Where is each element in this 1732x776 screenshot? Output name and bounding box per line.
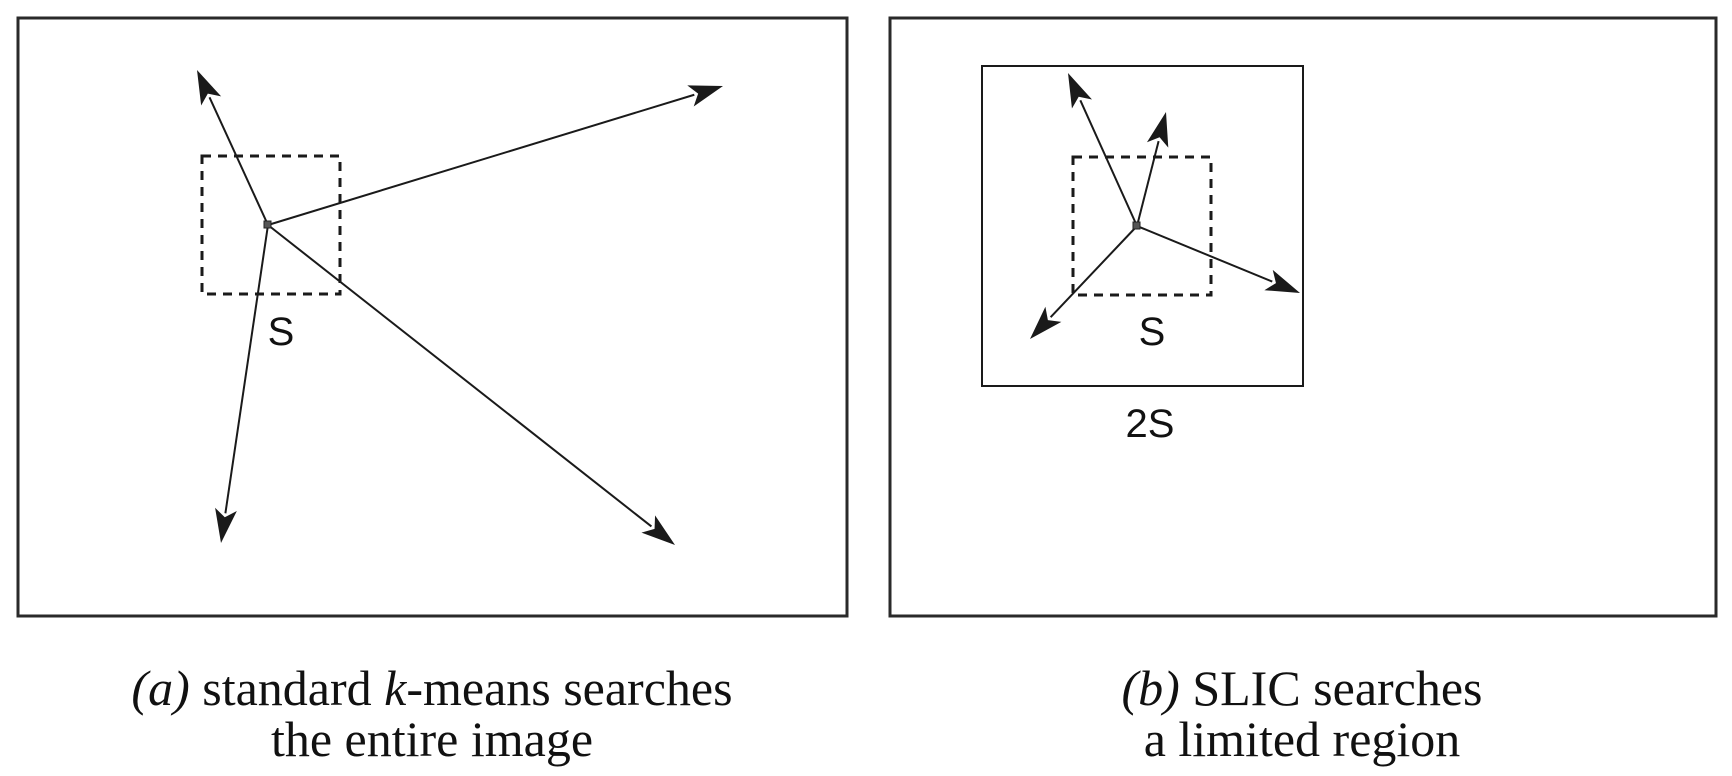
- panel-b-arrow-icon-2: [1146, 112, 1169, 148]
- panel-a-arrow-shaft-3: [224, 224, 269, 514]
- panel-b-caption-line-2: a limited region: [1144, 711, 1461, 767]
- panel-a-caption-variable: k: [384, 660, 407, 716]
- panel-b-cell-label: S: [1139, 310, 1166, 354]
- panel-a-caption-marker: (a): [131, 660, 189, 716]
- panel-b-arrows: [1030, 73, 1300, 339]
- panel-b-arrow-icon-3: [1264, 269, 1300, 293]
- panel-a-caption-pre: standard: [190, 660, 384, 716]
- panel-b-arrow-icon-4: [1030, 306, 1062, 339]
- panel-a-caption-post: -means searches: [406, 660, 732, 716]
- panel-b-arrow-shaft-1: [1079, 99, 1138, 227]
- panel-a-caption-line-1: (a) standard k-means searches: [131, 660, 732, 716]
- panel-a-grid-cell: [200, 154, 342, 296]
- panel-a-cluster-center-icon: [263, 220, 272, 229]
- panel-a-image-frame: [16, 16, 849, 618]
- panel-b-arrow-shaft-4: [1049, 225, 1138, 318]
- panel-b-image-frame: [888, 16, 1718, 618]
- panel-a: S (a) standard k-means searches the enti…: [16, 16, 849, 767]
- panel-a-arrows: [197, 70, 723, 545]
- panel-b-caption-line-1: (b) SLIC searches: [1122, 660, 1483, 716]
- panel-a-arrow-icon-4: [641, 515, 675, 545]
- panel-a-caption-line-2: the entire image: [271, 711, 593, 767]
- panel-a-arrow-shaft-2: [267, 93, 695, 226]
- panel-b-grid-cell: [1071, 155, 1213, 297]
- panel-b-arrow-icon-1: [1068, 73, 1093, 109]
- panel-b-caption-post: SLIC searches: [1180, 660, 1483, 716]
- panel-a-arrow-shaft-1: [208, 96, 269, 226]
- panel-a-arrow-icon-3: [215, 507, 237, 543]
- panel-a-arrow-icon-2: [687, 85, 723, 107]
- panel-a-arrow-shaft-4: [267, 224, 653, 528]
- panel-b-arrow-shaft-2: [1136, 140, 1160, 227]
- panel-b-region-label: 2S: [1126, 402, 1175, 446]
- panel-a-arrow-icon-1: [197, 70, 222, 106]
- panel-b-search-region: [981, 65, 1304, 387]
- panel-b: S 2S (b) SLIC searches a limited region: [888, 16, 1718, 767]
- panel-a-cell-label: S: [268, 310, 295, 354]
- panel-b-caption-marker: (b): [1122, 660, 1180, 716]
- panel-b-cluster-center-icon: [1132, 221, 1141, 230]
- panel-b-arrow-shaft-3: [1136, 225, 1273, 283]
